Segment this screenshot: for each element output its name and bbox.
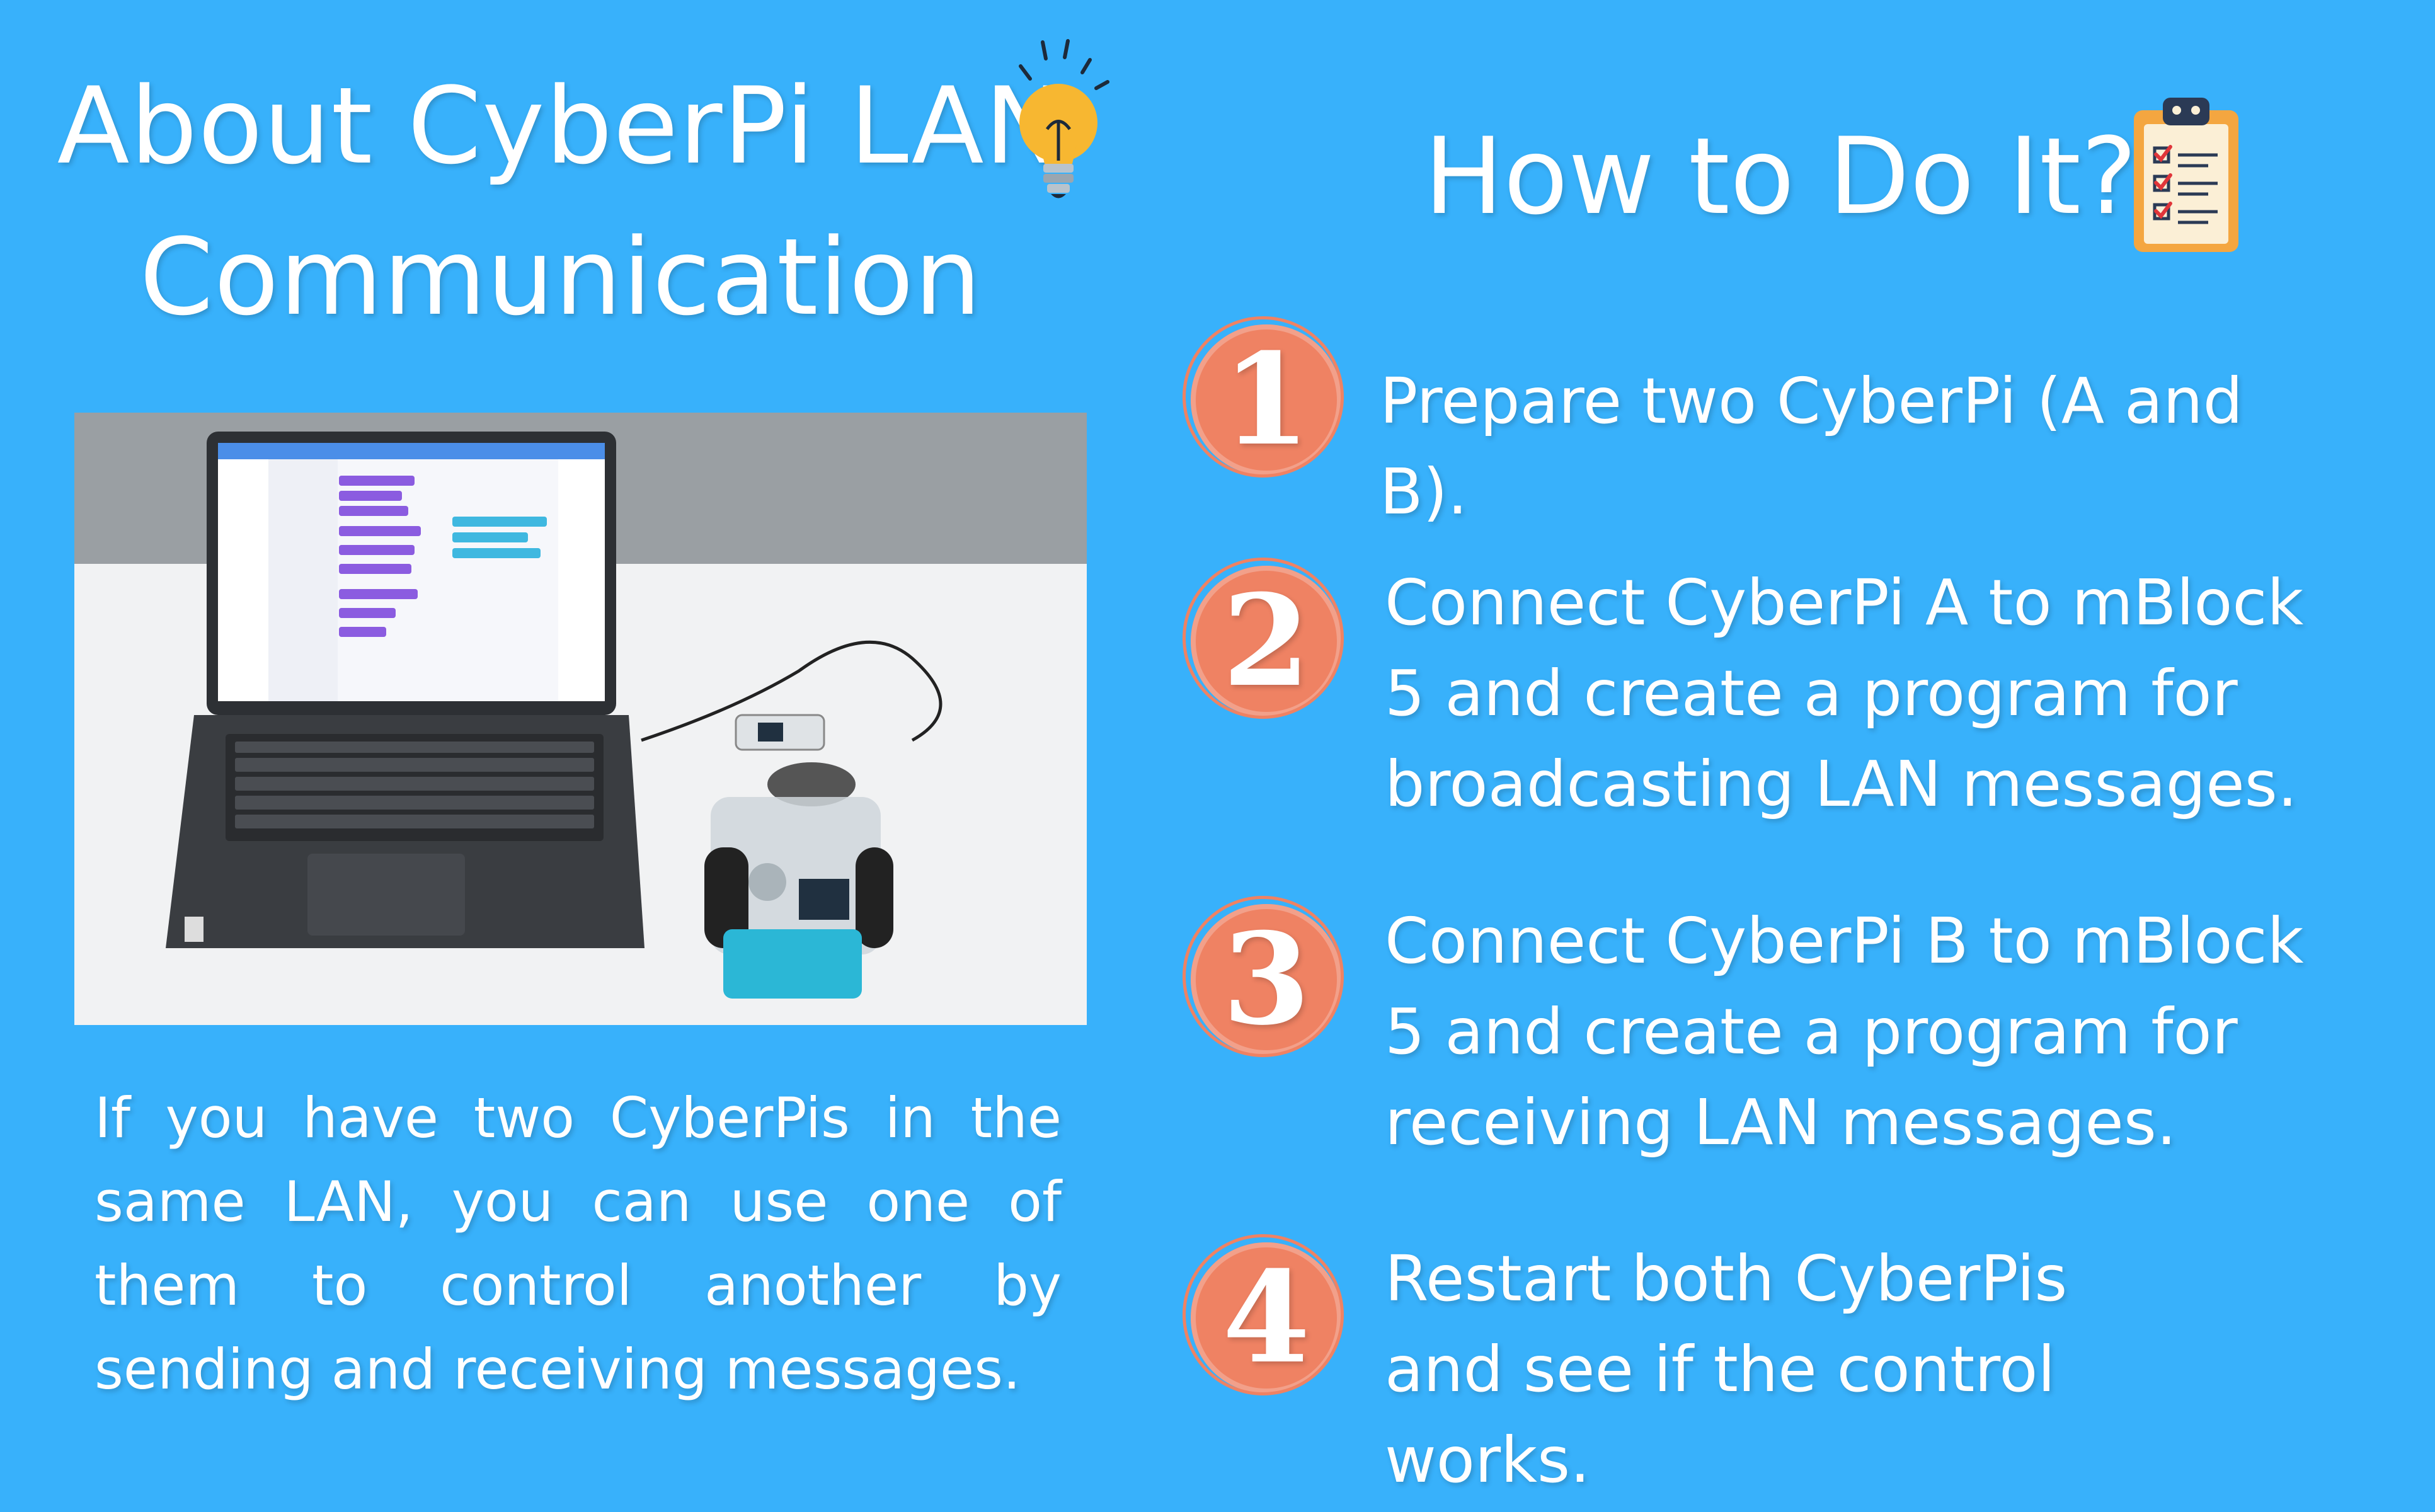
how-to-title: How to Do It? bbox=[1424, 115, 2138, 238]
step-3-text: Connect CyberPi B to mBlock 5 and create… bbox=[1385, 904, 2304, 1159]
step-4-text: Restart both CyberPis and see if the con… bbox=[1385, 1242, 2068, 1497]
step-2: 2 bbox=[1183, 558, 1344, 719]
clipboard-checklist-icon bbox=[2134, 98, 2238, 252]
step-3: 3 bbox=[1183, 896, 1344, 1057]
lightbulb-icon bbox=[1019, 39, 1109, 198]
step-1: 1 bbox=[1183, 316, 1344, 478]
step-2-text: Connect CyberPi A to mBlock 5 and create… bbox=[1385, 566, 2304, 821]
intro-paragraph: If you have two CyberPis in the same LAN… bbox=[95, 1085, 1062, 1402]
step-1-text: Prepare two CyberPi (A and B). bbox=[1380, 364, 2243, 529]
laptop-robot-photo bbox=[74, 413, 1087, 1025]
about-title: About CyberPi LAN Communication bbox=[57, 64, 1065, 339]
step-4: 4 bbox=[1183, 1234, 1344, 1395]
